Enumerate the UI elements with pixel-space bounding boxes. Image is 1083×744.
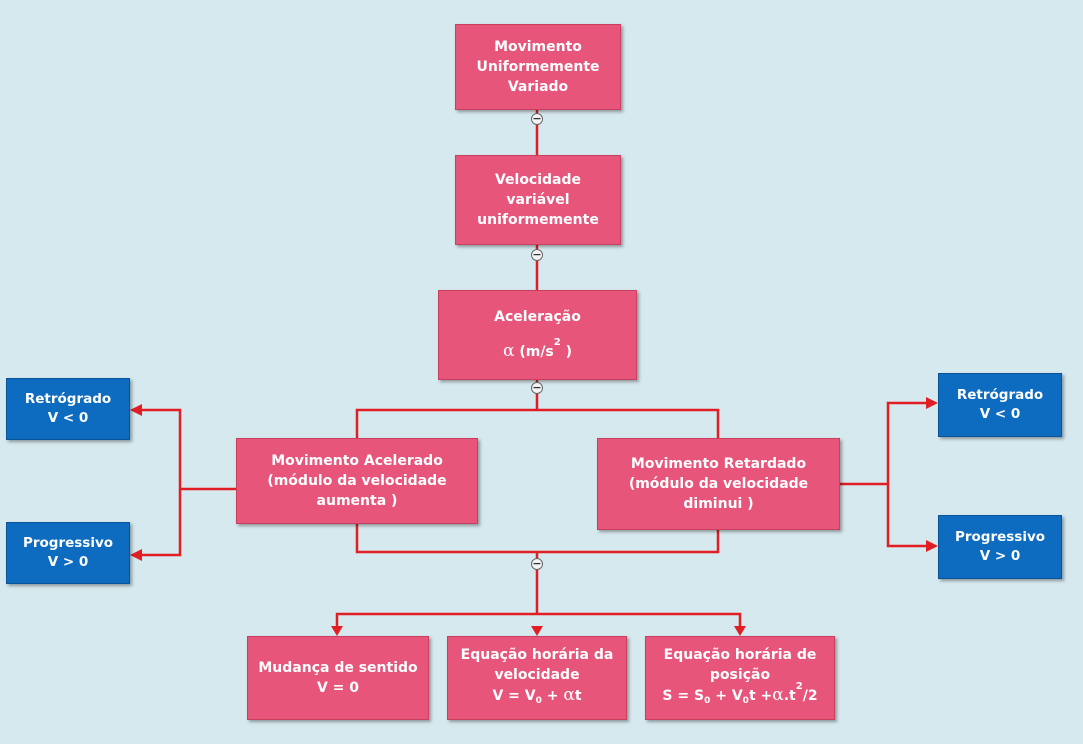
node-label: V < 0 [47,410,89,426]
node-label: V = 0 [316,680,360,696]
node-left-retrogrado[interactable]: Retrógrado V < 0 [6,378,130,440]
node-label: Aceleração [494,308,581,325]
node-right-progressivo[interactable]: Progressivo V > 0 [938,515,1062,579]
node-label: Movimento Retardado [630,456,807,472]
node-label: (módulo da velocidade [267,473,447,489]
position-equation: S = S0 + V0t +α.t2/2 [662,681,818,706]
node-label: posição [709,667,771,683]
node-equacao-horaria-velocidade[interactable]: Equação horária da velocidade V = V0 + α… [447,636,627,720]
node-label: Movimento [494,39,582,55]
collapse-toggle-movimentos[interactable]: − [531,557,543,570]
node-label: Uniformemente [476,59,600,75]
node-aceleracao[interactable]: Aceleração α (m/s2 ) [438,290,637,380]
node-label: uniformemente [477,212,599,228]
node-label: variável [506,192,570,208]
node-label: velocidade [494,667,580,683]
node-label: Retrógrado [956,387,1044,403]
collapse-toggle-velocidade[interactable]: − [531,248,543,261]
node-movimento-uniformemente-variado[interactable]: Movimento Uniformemente Variado [455,24,621,110]
node-label: Equação horária da [460,647,614,663]
node-movimento-retardado[interactable]: Movimento Retardado (módulo da velocidad… [597,438,840,530]
node-mudanca-de-sentido[interactable]: Mudança de sentido V = 0 [247,636,429,720]
node-label: Progressivo [22,535,114,551]
node-label: Movimento Acelerado [271,453,443,469]
node-label: aumenta ) [316,493,398,509]
node-label: Variado [507,79,569,95]
velocity-equation: V = V0 + αt [492,685,582,706]
node-label: V > 0 [47,554,89,570]
node-label: diminui ) [683,496,754,512]
node-right-retrogrado[interactable]: Retrógrado V < 0 [938,373,1062,437]
node-label: Retrógrado [24,391,112,407]
node-velocidade-variavel[interactable]: Velocidade variável uniformemente [455,155,621,245]
node-label: Equação horária de [663,647,817,663]
node-equacao-horaria-posicao[interactable]: Equação horária de posição S = S0 + V0t … [645,636,835,720]
node-label: Velocidade [494,172,582,188]
acceleration-unit: α (m/s2 ) [502,336,573,361]
node-left-progressivo[interactable]: Progressivo V > 0 [6,522,130,584]
node-label: V > 0 [979,548,1021,564]
collapse-toggle-muv[interactable]: − [531,112,543,125]
node-movimento-acelerado[interactable]: Movimento Acelerado (módulo da velocidad… [236,438,478,524]
node-label: V < 0 [979,406,1021,422]
node-label: Mudança de sentido [258,660,418,676]
node-label: (módulo da velocidade [628,476,809,492]
alpha-symbol: α [502,340,515,361]
collapse-toggle-aceleracao[interactable]: − [531,381,543,394]
node-label: Progressivo [954,529,1046,545]
